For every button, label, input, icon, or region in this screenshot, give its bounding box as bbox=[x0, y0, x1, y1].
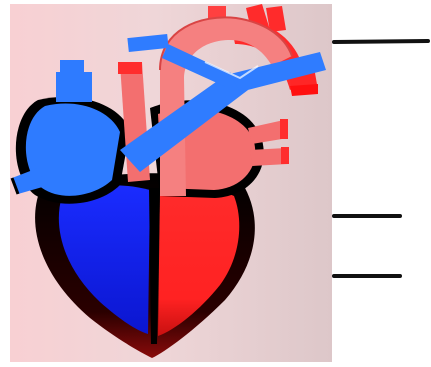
aorta-leader-line bbox=[334, 41, 428, 42]
